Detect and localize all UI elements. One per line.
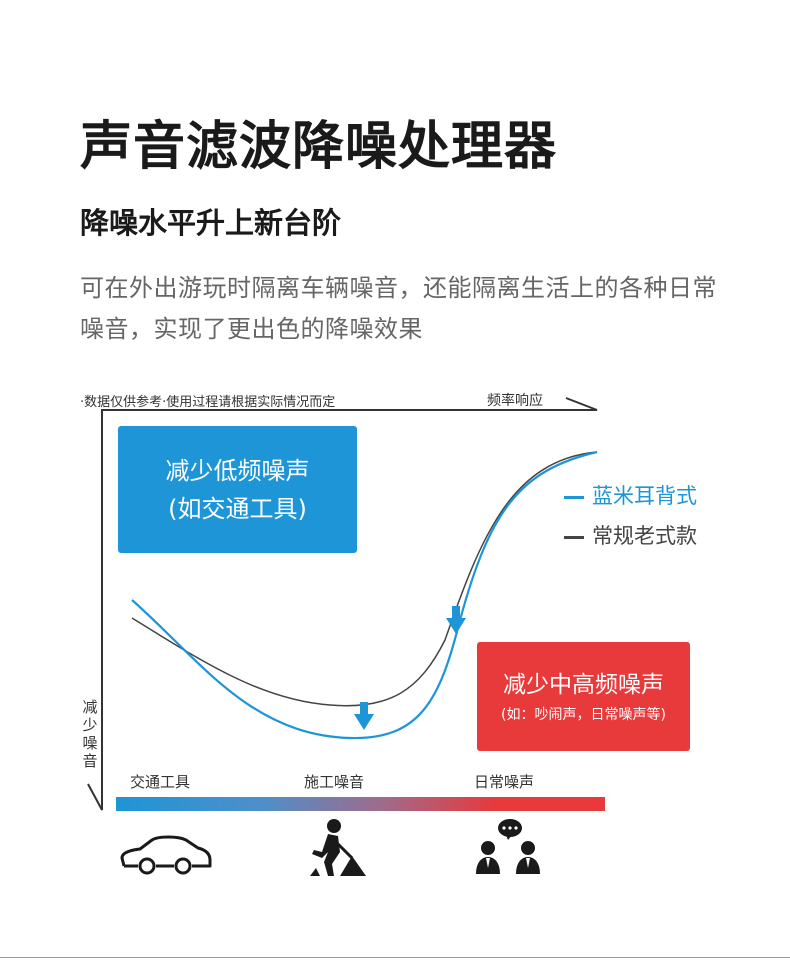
data-disclaimer: ·数据仅供参考·使用过程请根据实际情况而定 — [80, 395, 336, 410]
frequency-gradient-bar — [116, 797, 605, 811]
low-frequency-example: (如交通工具) — [168, 494, 307, 523]
legend-item-conventional: 常规老式款 — [564, 520, 697, 550]
legend-swatch — [564, 495, 584, 499]
legend-label: 常规老式款 — [592, 524, 697, 548]
legend-item-product: 蓝米耳背式 — [564, 480, 697, 510]
category-traffic: 交通工具 — [130, 773, 191, 791]
high-frequency-example: (如：吵闹声，日常噪声等) — [501, 706, 666, 723]
category-daily-noise: 日常噪声 — [474, 773, 535, 791]
arrow-down-icon — [354, 702, 374, 730]
high-frequency-title: 减少中高频噪声 — [503, 671, 664, 698]
legend-label: 蓝米耳背式 — [592, 484, 697, 508]
x-axis-label: 频率响应 — [487, 393, 543, 409]
low-frequency-box: 减少低频噪声 (如交通工具) — [118, 426, 357, 553]
category-construction: 施工噪音 — [304, 773, 365, 791]
people-chat-icon — [476, 819, 540, 874]
low-frequency-title: 减少低频噪声 — [165, 456, 310, 485]
y-axis-label: 减少噪音 — [82, 698, 98, 770]
page-title: 声音滤波降噪处理器 — [80, 117, 558, 177]
car-icon — [120, 835, 212, 875]
high-frequency-box: 减少中高频噪声 (如：吵闹声，日常噪声等) — [477, 642, 690, 751]
legend-swatch — [564, 535, 584, 539]
chart-axes — [87, 397, 598, 811]
construction-worker-icon — [310, 819, 366, 876]
curve-conventional — [131, 451, 598, 707]
divider — [0, 957, 790, 958]
curve-product — [131, 450, 598, 740]
page-subtitle: 降噪水平升上新台阶 — [80, 206, 342, 240]
description-text: 可在外出游玩时隔离车辆噪音，还能隔离生活上的各种日常噪音，实现了更出色的降噪效果 — [80, 274, 717, 343]
arrow-down-icon — [446, 606, 466, 634]
